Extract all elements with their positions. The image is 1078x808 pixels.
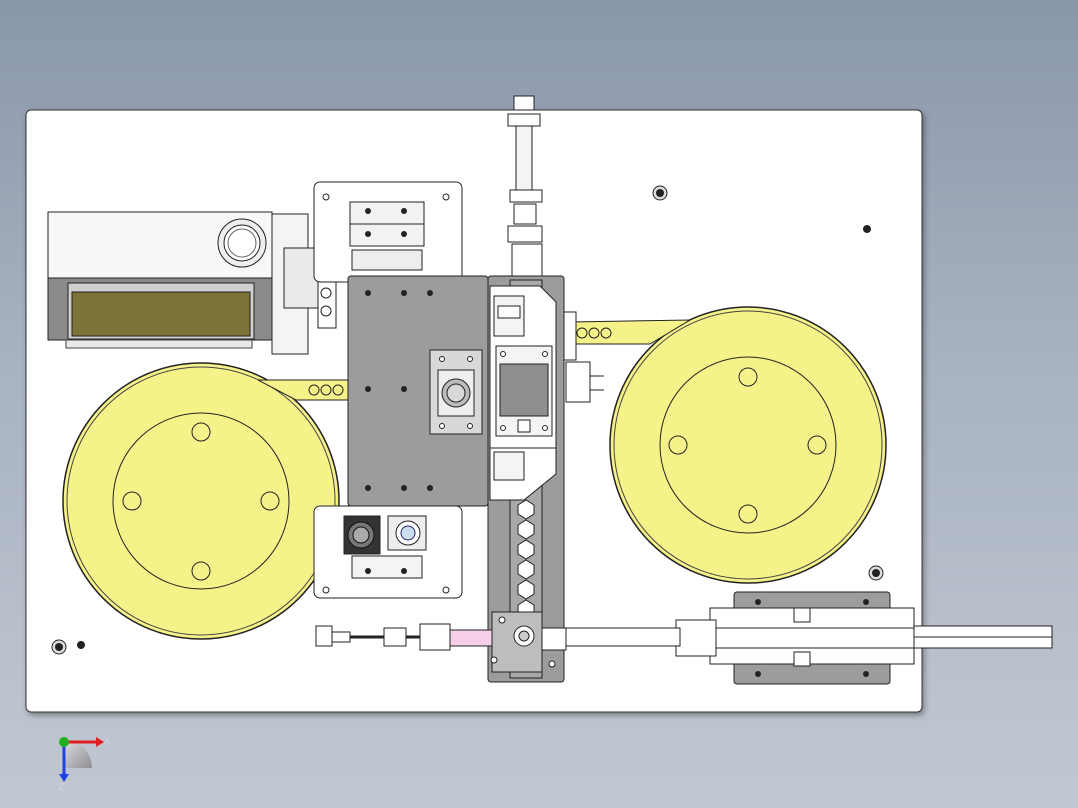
x-axis-label: X	[104, 737, 110, 747]
bottom-left-cylinder[interactable]	[315, 623, 497, 651]
rail-bracket-upper[interactable]	[489, 285, 557, 449]
coordinate-triad: X Z	[58, 737, 110, 793]
z-axis-label: Z	[58, 783, 64, 793]
left-reel[interactable]	[62, 362, 340, 640]
side-clamp	[563, 311, 604, 403]
right-reel[interactable]	[609, 306, 887, 584]
left-feed-arm	[257, 379, 351, 401]
film-housing[interactable]	[47, 211, 337, 355]
main-block[interactable]	[347, 275, 489, 507]
rail-pivot[interactable]	[490, 611, 556, 673]
y-axis-dot	[59, 737, 69, 747]
lower-bracket[interactable]	[313, 505, 463, 599]
rail-bracket-lower[interactable]	[489, 447, 557, 501]
horizontal-cylinder[interactable]	[541, 591, 1053, 685]
plate-holes	[51, 185, 884, 655]
upper-bracket[interactable]	[313, 181, 463, 283]
top-cylinder[interactable]	[507, 95, 543, 277]
right-feed-arm	[569, 319, 692, 345]
component-chain	[517, 499, 535, 620]
film-window	[71, 291, 251, 337]
